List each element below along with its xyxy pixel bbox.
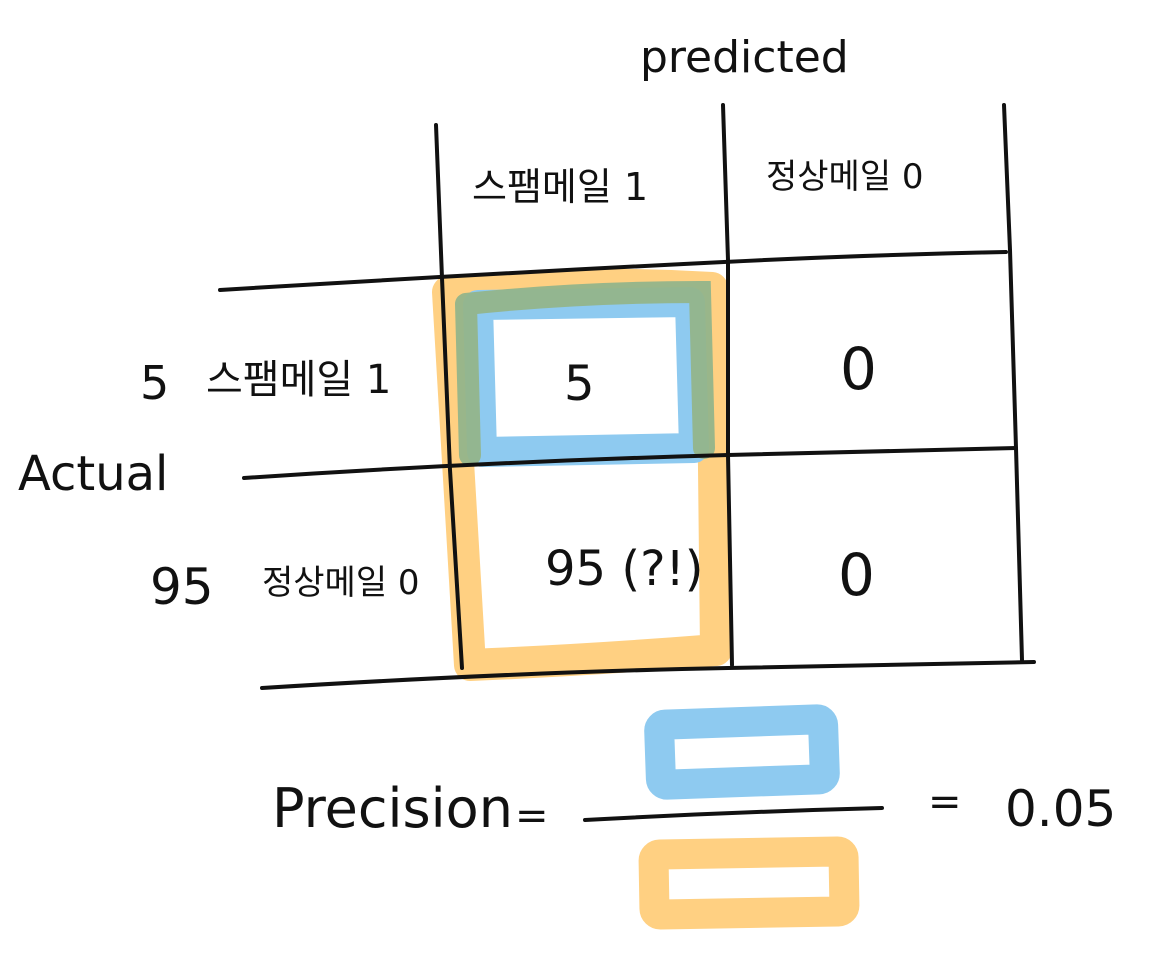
numerator-blue-box <box>644 704 840 800</box>
equals-sign-right: = <box>928 779 962 825</box>
cell-true-negative: 0 <box>838 541 875 609</box>
row-spam-count: 5 <box>140 356 170 410</box>
green-overlap-stroke <box>455 280 715 466</box>
row-header-normal: 정상메일 0 <box>262 563 420 603</box>
orange-column-highlight <box>432 268 732 681</box>
equals-sign-left: = <box>515 793 549 839</box>
cell-true-positive: 5 <box>564 356 595 412</box>
column-header-normal: 정상메일 0 <box>766 157 924 197</box>
precision-value: 0.05 <box>1005 780 1117 838</box>
precision-label: Precision <box>272 777 513 840</box>
predicted-axis-label: predicted <box>640 32 849 83</box>
denominator-orange-box <box>638 836 860 930</box>
cell-false-positive: 95 (?!) <box>545 541 704 597</box>
cell-false-negative: 0 <box>840 335 877 403</box>
column-header-spam: 스팸메일 1 <box>472 165 649 209</box>
row-normal-count: 95 <box>150 558 214 616</box>
row-header-spam: 스팸메일 1 <box>206 357 392 403</box>
actual-axis-label: Actual <box>18 446 169 502</box>
matrix-grid <box>218 103 1036 822</box>
